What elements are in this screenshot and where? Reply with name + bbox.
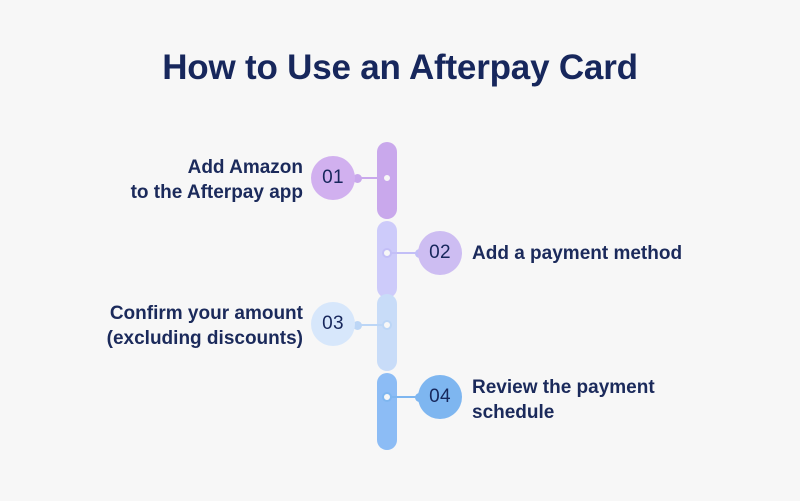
timeline-bar-segment-03 bbox=[377, 294, 397, 371]
connector-line-02 bbox=[388, 252, 420, 254]
connector-ring-04 bbox=[382, 392, 392, 402]
step-circle-04[interactable]: 04 bbox=[418, 375, 462, 419]
step-circle-03[interactable]: 03 bbox=[311, 302, 355, 346]
page-title: How to Use an Afterpay Card bbox=[162, 48, 638, 87]
connector-line-03 bbox=[355, 324, 387, 326]
step-label-04: Review the payment schedule bbox=[472, 377, 655, 424]
connector-line-01 bbox=[355, 177, 387, 179]
step-circle-02[interactable]: 02 bbox=[418, 231, 462, 275]
connector-ring-01 bbox=[382, 173, 392, 183]
connector-ring-03 bbox=[382, 320, 392, 330]
step-label-02: Add a payment method bbox=[472, 243, 683, 264]
timeline-bar-segment-02 bbox=[377, 221, 397, 298]
step-label-03: Confirm your amount (excluding discounts… bbox=[106, 303, 303, 350]
timeline-bar-segment-04 bbox=[377, 373, 397, 450]
connector-dot-03 bbox=[353, 320, 362, 330]
step-label-01: Add Amazon to the Afterpay app bbox=[130, 157, 303, 204]
connector-ring-02 bbox=[382, 248, 392, 258]
step-circle-01[interactable]: 01 bbox=[311, 156, 355, 200]
connector-dot-01 bbox=[353, 173, 362, 183]
connector-line-04 bbox=[388, 396, 420, 398]
